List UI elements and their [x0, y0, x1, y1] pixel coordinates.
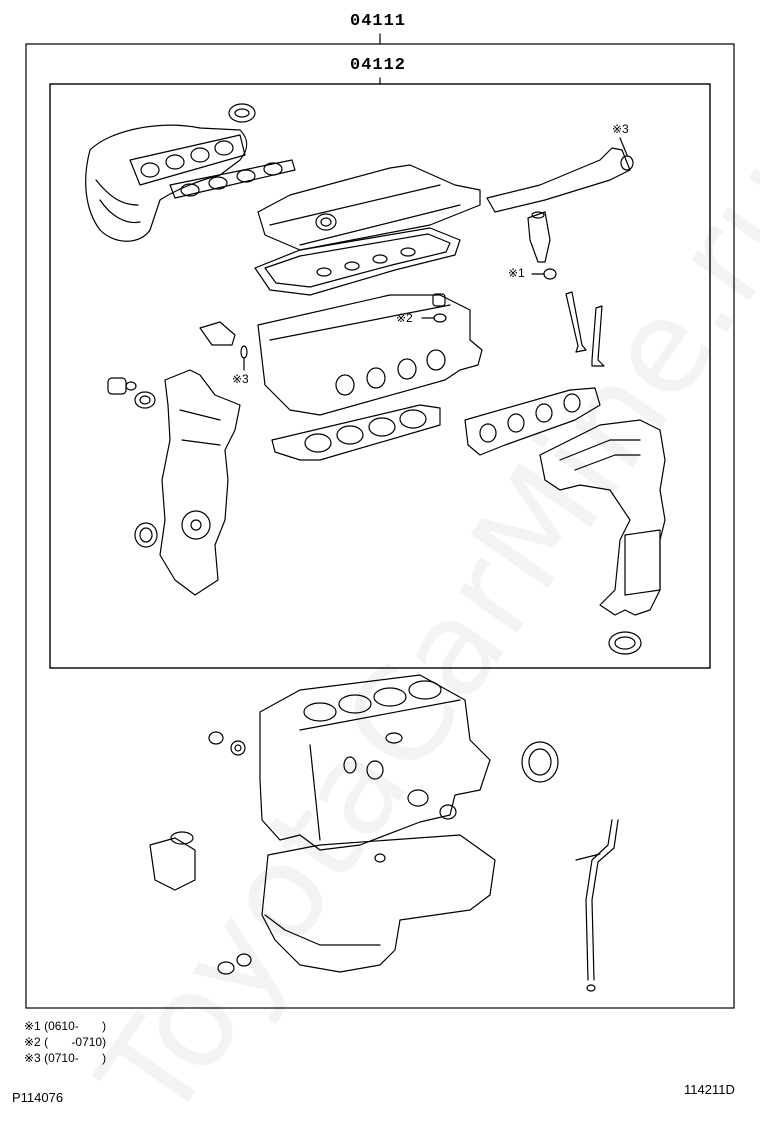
cam-position-sensor	[199, 321, 248, 359]
throttle-body-gasket	[228, 103, 256, 123]
water-pump-gasket	[149, 831, 196, 891]
callout-mark3-fuel-rail: ※3	[612, 122, 629, 136]
exhaust-manifold-gasket	[464, 387, 601, 456]
exhaust-pipe-gasket	[608, 631, 642, 655]
inner-kit-number: 04112	[350, 56, 407, 75]
exhaust-manifold	[539, 419, 666, 616]
footer-right-code: 114211D	[684, 1082, 735, 1097]
notes-list: ※1 (0610- ) ※2 ( -0710) ※3 (0710- )	[24, 1018, 106, 1066]
outer-kit-number: 04111	[350, 12, 407, 31]
note-row: ※1 (0610- )	[24, 1019, 107, 1033]
callout-mark3-sensor: ※3	[232, 372, 249, 386]
cylinder-head	[257, 293, 483, 416]
timing-chain-cover	[159, 369, 241, 596]
callout-mark1-injector: ※1	[508, 266, 525, 280]
intake-manifold	[85, 124, 248, 242]
fuel-injector	[527, 211, 551, 263]
oil-pan	[261, 834, 496, 973]
oil-filter-union-gasket	[407, 789, 457, 820]
crankshaft-rear-oil-seal	[521, 741, 559, 783]
footer-left-code: P114076	[12, 1090, 64, 1105]
cylinder-head-cover-gasket	[254, 227, 461, 296]
cylinder-head-gasket	[271, 404, 441, 461]
water-outlet-gasket	[107, 377, 137, 395]
fuel-delivery-pipe	[486, 147, 634, 213]
plug-gasket-mark2	[433, 313, 447, 323]
water-inlet-gasket	[134, 391, 156, 409]
cylinder-block	[259, 674, 491, 851]
parts-diagram	[25, 33, 735, 1009]
callout-mark2-head: ※2	[396, 311, 413, 325]
inner-kit-frame	[49, 83, 711, 669]
drain-plug-gasket	[217, 953, 252, 975]
note-row: ※3 (0710- )	[24, 1051, 107, 1065]
o-ring-mark3	[620, 155, 634, 171]
note-row: ※2 ( -0710)	[24, 1035, 107, 1049]
injector-o-ring-mark1	[543, 268, 557, 280]
oil-level-gauge-guide	[575, 819, 619, 992]
water-bypass-gaskets	[208, 731, 246, 756]
valves	[565, 291, 605, 367]
crankshaft-front-oil-seal	[134, 522, 158, 548]
outer-kit-frame	[25, 43, 735, 1009]
intake-manifold-gasket	[169, 159, 296, 199]
cylinder-head-cover	[257, 164, 481, 251]
